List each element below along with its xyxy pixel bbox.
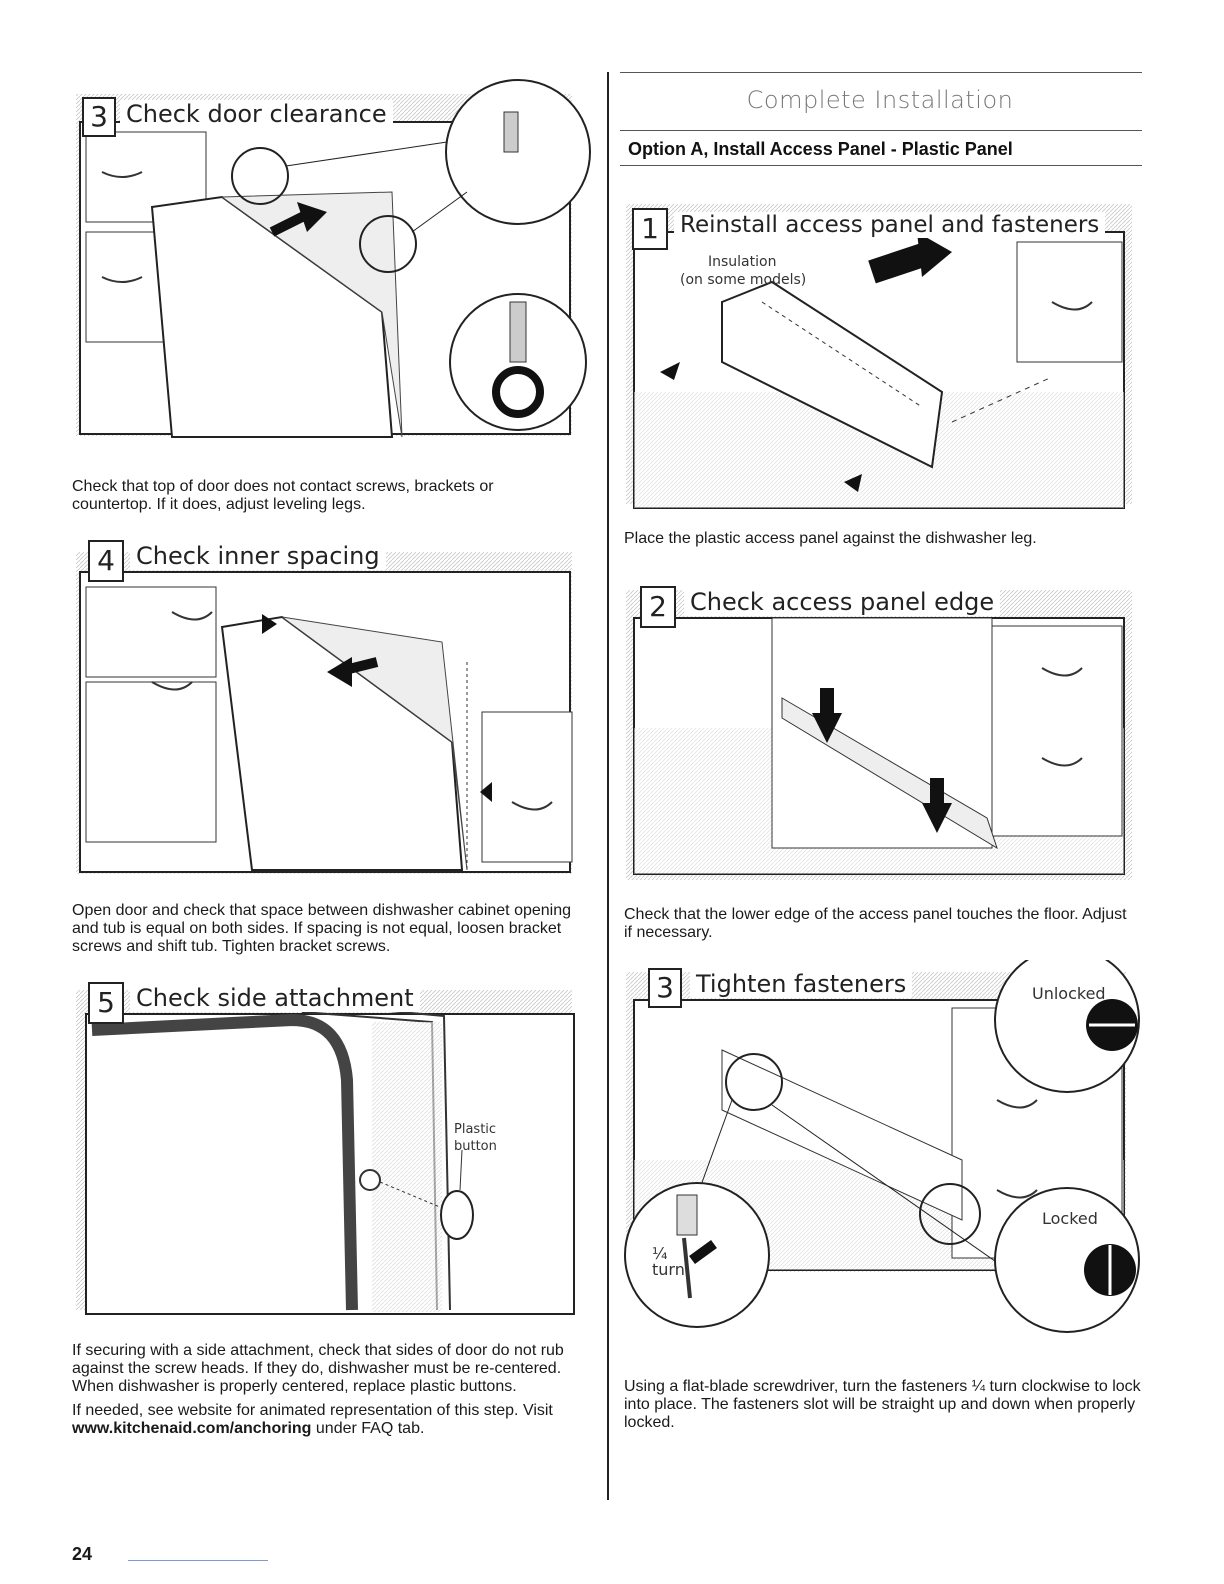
option-title: Option A, Install Access Panel - Plastic…	[628, 139, 1013, 159]
page-number: 24	[72, 1544, 93, 1564]
illustration-check-access-panel-edge	[622, 578, 1137, 888]
step-number-box: 5	[88, 982, 124, 1024]
step-description: Using a flat-blade screwdriver, turn the…	[624, 1378, 1141, 1431]
section-rule	[620, 130, 1142, 131]
step-number-box: 3	[82, 97, 116, 137]
step-number-box: 4	[88, 540, 124, 582]
label-button: button	[454, 1139, 497, 1154]
illustration-reinstall-access-panel	[622, 192, 1137, 512]
step-title: Tighten fasteners	[690, 970, 913, 998]
website-note-prefix: If needed, see website for animated repr…	[72, 1402, 553, 1419]
step-description: Open door and check that space between d…	[72, 902, 572, 955]
step-number-box: 1	[632, 208, 668, 250]
section-title: Complete Installation	[746, 86, 1014, 114]
step-description: Place the plastic access panel against t…	[624, 530, 1037, 547]
option-rule	[620, 165, 1142, 166]
top-rule	[620, 72, 1142, 73]
website-note: If needed, see website for animated repr…	[72, 1402, 592, 1438]
column-divider	[607, 72, 609, 1500]
step-description: Check that the lower edge of the access …	[624, 906, 1127, 941]
illustration-check-door-clearance	[72, 72, 602, 442]
step-title: Reinstall access panel and fasteners	[674, 212, 1106, 238]
illustration-check-side-attachment	[72, 970, 602, 1320]
step-description: Check that top of door does not contact …	[72, 478, 494, 513]
label-plastic: Plastic	[454, 1122, 497, 1137]
label-locked: Locked	[1042, 1209, 1098, 1228]
step-description: If securing with a side attachment, chec…	[72, 1342, 592, 1444]
footer-line	[128, 1560, 268, 1561]
step-number-box: 2	[640, 586, 676, 628]
step-title: Check inner spacing	[130, 542, 386, 570]
label-unlocked: Unlocked	[1032, 984, 1106, 1003]
illustration-tighten-fasteners	[622, 960, 1142, 1340]
step-number-box: 3	[648, 968, 682, 1008]
illustration-check-inner-spacing	[72, 532, 602, 882]
step-title: Check access panel edge	[684, 588, 1001, 616]
label-on-some-models: (on some models)	[680, 272, 807, 288]
label-insulation: Insulation	[708, 254, 777, 270]
website-note-suffix: under FAQ tab.	[311, 1420, 425, 1437]
step-description-text: If securing with a side attachment, chec…	[72, 1342, 564, 1395]
step-title: Check door clearance	[120, 100, 393, 128]
website-link[interactable]: www.kitchenaid.com/anchoring	[72, 1420, 312, 1437]
step-title: Check side attachment	[130, 984, 420, 1012]
label-turn: turn	[652, 1260, 685, 1279]
label-quarter: ¼	[652, 1244, 668, 1263]
